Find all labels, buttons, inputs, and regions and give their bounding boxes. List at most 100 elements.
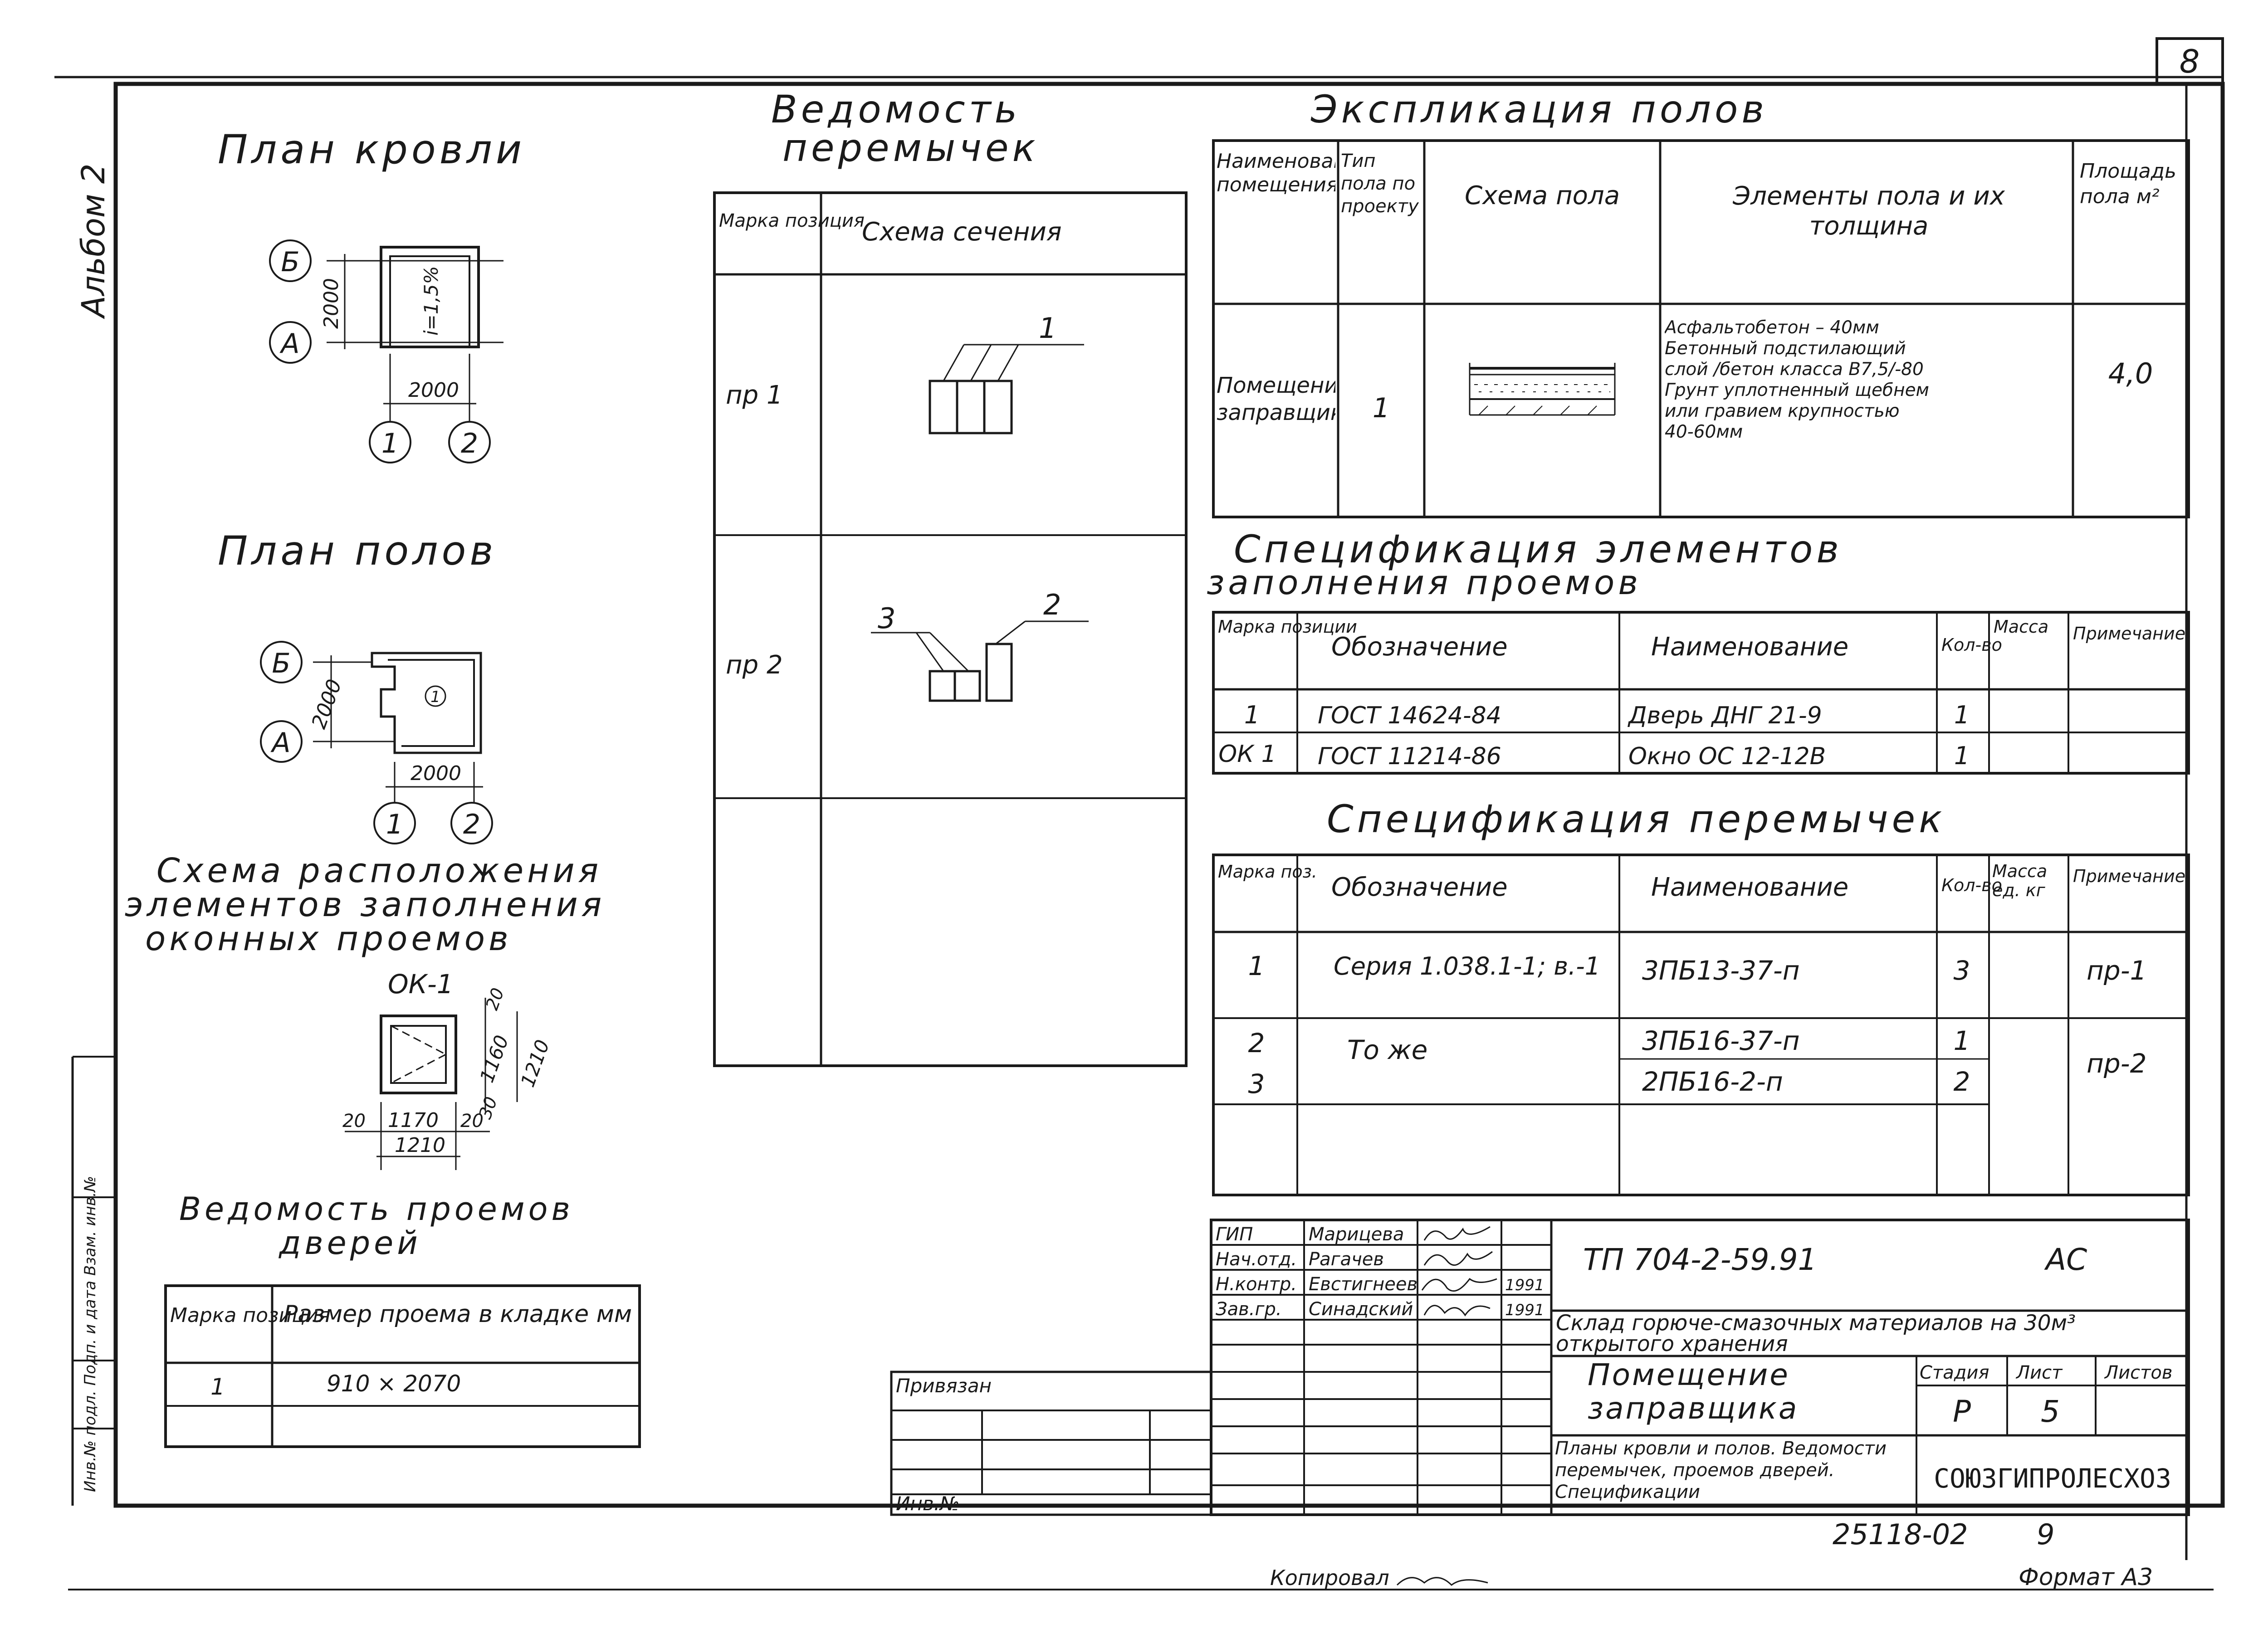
- opening-row1-qty: 1: [1954, 701, 1970, 729]
- title-block: Привязан Инв.№ ГИП Марицева Нач.отд. Раг…: [890, 1219, 2190, 1516]
- floor-plan-title: План полов: [218, 527, 497, 574]
- section-code: АС: [2044, 1242, 2087, 1277]
- lintel-spec-row1-name: 3ПБ13-37-п: [1642, 955, 1800, 986]
- door-header-size: Размер проема в кладке мм: [284, 1301, 632, 1328]
- window-dim-1170: 1170: [388, 1109, 439, 1132]
- lintel-spec-row1-code: Серия 1.038.1-1; в.-1: [1334, 952, 1601, 980]
- lintel-spec-title: Спецификация перемычек: [1327, 797, 1945, 841]
- staff-name-4: Синадский: [1309, 1299, 1413, 1320]
- explication-element-line: Бетонный подстилающий: [1665, 338, 1906, 359]
- staff-date-4: 1991: [1505, 1301, 1545, 1319]
- floor-dim-vertical: 2000: [307, 676, 346, 732]
- sheet-number: 8: [2180, 43, 2200, 80]
- lintel-mark-pr2: пр 2: [726, 650, 783, 680]
- opening-row2-name: Окно ОС 12-12В: [1628, 743, 1826, 770]
- opening-header-qty: Кол-во: [1941, 635, 2002, 655]
- window-dim-20-left: 20: [342, 1111, 366, 1132]
- lintel-statement-title-2: перемычек: [782, 126, 1039, 170]
- door-row-size: 910 × 2070: [327, 1371, 461, 1397]
- staff-role-2: Нач.отд.: [1216, 1249, 1297, 1270]
- lintel-spec-row3-name: 2ПБ16-2-п: [1642, 1066, 1783, 1097]
- sheet-number-box: 8: [2156, 37, 2224, 85]
- attached-label: Привязан: [896, 1375, 992, 1397]
- organization: СОЮЗГИПРОЛЕСХОЗ: [1934, 1463, 2171, 1494]
- floor-dim-horizontal: 2000: [411, 762, 461, 785]
- explication-element-line: Асфальтобетон – 40мм: [1665, 317, 1879, 338]
- floor-explication-title: Экспликация полов: [1310, 87, 1768, 132]
- floor-layer-scheme: [1469, 363, 1616, 416]
- staff-name-2: Рагачев: [1309, 1249, 1384, 1270]
- window-scheme-title-1: Схема расположения: [156, 851, 602, 890]
- lintel-spec-row2-name: 3ПБ16-37-п: [1642, 1025, 1800, 1056]
- staff-role-3: Н.контр.: [1216, 1274, 1297, 1295]
- explication-element-line: Грунт уплотненный щебнем: [1665, 380, 1929, 400]
- lintel-spec-row1-note: пр-1: [2087, 955, 2147, 986]
- lintel-spec-header-mark: Марка поз.: [1218, 862, 1317, 882]
- lintel-spec-header-name: Наименование: [1651, 873, 1848, 902]
- staff-signature-3: [1421, 1278, 1497, 1292]
- roof-axis-a: А: [279, 328, 299, 360]
- lintel-spec-row1-mark: 1: [1248, 951, 1265, 981]
- opening-row1-name: Дверь ДНГ 21-9: [1628, 702, 1822, 729]
- opening-header-note: Примечание: [2073, 624, 2185, 644]
- lintel-spec-row2-qty: 1: [1954, 1025, 1970, 1056]
- lintel-statement: Ведомость перемычек Марка позиция Схема …: [713, 87, 1188, 1067]
- explication-header-scheme: Схема пола: [1464, 181, 1620, 210]
- window-scheme-title-2: элементов заполнения: [125, 885, 605, 924]
- page-number: 9: [2037, 1518, 2054, 1551]
- opening-header-mark: Марка позиции: [1218, 617, 1357, 637]
- floor-axis-b: Б: [272, 648, 290, 679]
- explication-header-room: Наименование помещения: [1217, 150, 1335, 196]
- explication-room: Помещение заправщика: [1217, 373, 1335, 425]
- stage-value: Р: [1953, 1394, 1971, 1429]
- roof-axis-1: 1: [381, 428, 399, 459]
- opening-header-name: Наименование: [1651, 632, 1848, 662]
- window-dim-20-right: 20: [460, 1111, 484, 1132]
- staff-role-1: ГИП: [1216, 1224, 1253, 1245]
- lintel-spec-row1-qty: 3: [1954, 955, 1970, 986]
- drawing-title: Планы кровли и полов. Ведомости перемыче…: [1555, 1438, 1887, 1502]
- staff-name-3: Евстигнеев: [1309, 1274, 1418, 1295]
- lintel-pr1-callout: 1: [1039, 312, 1056, 345]
- sheet-value: 5: [2041, 1394, 2060, 1429]
- side-stamp: Инв.№ подл. Подп. и дата Взам. инв.№: [81, 1176, 99, 1492]
- explication-element-line: или гравием крупностью: [1665, 401, 1900, 421]
- door-statement-title-1: Ведомость проемов: [179, 1190, 574, 1228]
- explication-type: 1: [1373, 392, 1390, 424]
- roof-dim-horizontal: 2000: [408, 379, 459, 402]
- opening-header-code: Обозначение: [1331, 632, 1508, 662]
- opening-row1-code: ГОСТ 14624-84: [1318, 702, 1501, 729]
- doc-code: ТП 704-2-59.91: [1583, 1242, 1817, 1277]
- door-header-mark: Марка позиция: [170, 1304, 330, 1327]
- lintel-statement-title-1: Ведомость: [771, 87, 1021, 132]
- opening-row2-code: ГОСТ 11214-86: [1318, 743, 1501, 770]
- format-label: Формат А3: [2019, 1564, 2153, 1591]
- floor-type-mark: 1: [430, 688, 440, 706]
- project-name: Склад горюче-смазочных материалов на 30м…: [1556, 1313, 2076, 1356]
- lintel-spec-header-code: Обозначение: [1331, 873, 1508, 902]
- opening-spec-title-1: Спецификация элементов: [1234, 527, 1843, 571]
- staff-signature-2: [1423, 1251, 1493, 1266]
- opening-row2-qty: 1: [1954, 741, 1970, 770]
- lintel-spec-row3-qty: 2: [1954, 1066, 1970, 1097]
- explication-element-line: слой /бетон класса В7,5/-80: [1665, 359, 1924, 380]
- explication-element-line: 40-60мм: [1665, 422, 1743, 442]
- floor-axis-2: 2: [463, 809, 480, 840]
- opening-row1-mark: 1: [1244, 701, 1260, 729]
- stage-label: Стадия: [1920, 1362, 1989, 1383]
- staff-signature-4: [1423, 1305, 1491, 1317]
- sheet-frame: [54, 76, 2225, 1590]
- opening-spec-title-2: заполнения проемов: [1207, 563, 1642, 602]
- staff-signature-1: [1423, 1226, 1491, 1241]
- lintel-spec-row2-mark: 2: [1248, 1028, 1265, 1058]
- roof-axis-b: Б: [281, 246, 299, 278]
- lintel-spec-row2-code: То же: [1347, 1034, 1427, 1065]
- copied-signature: [1396, 1577, 1488, 1586]
- floor-axis-1: 1: [386, 809, 403, 840]
- inventory-number: 25118-02: [1833, 1518, 1968, 1551]
- floor-explication: Экспликация полов Наименование помещения…: [1212, 87, 2190, 518]
- window-scheme: Схема расположения элементов заполнения …: [125, 851, 605, 1170]
- lintel-spec-row2-note: пр-2: [2087, 1048, 2147, 1079]
- window-scheme-title-3: оконных проемов: [145, 919, 512, 958]
